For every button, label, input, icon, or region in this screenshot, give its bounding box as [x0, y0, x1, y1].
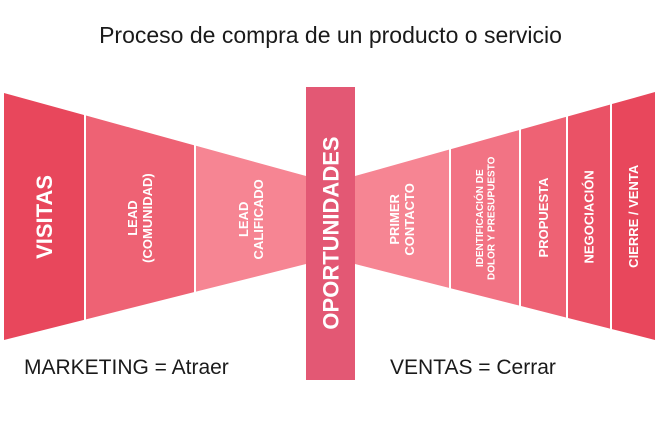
- funnel-stage-left-1: [4, 93, 84, 340]
- stage-label-right-1-line: PRIMER: [387, 193, 402, 244]
- center-label: OPORTUNIDADES: [318, 136, 343, 329]
- stage-label-right-3-line: PROPUESTA: [536, 177, 551, 258]
- stage-label-left-1: VISITAS: [32, 175, 57, 259]
- stage-label-right-5-line: CIERRE / VENTA: [626, 164, 641, 268]
- funnel-stage-left-2: [86, 115, 194, 320]
- stage-label-left-1-line: VISITAS: [32, 175, 57, 259]
- funnel-stage-right-1: [355, 149, 449, 288]
- stage-label-left-2-line: (COMUNIDAD): [140, 173, 155, 263]
- stage-label-right-3: PROPUESTA: [536, 177, 551, 258]
- marketing-caption: MARKETING = Atraer: [24, 356, 229, 379]
- diagram-title: Proceso de compra de un producto o servi…: [99, 22, 562, 48]
- funnel-stage-left-3: [196, 145, 306, 292]
- stage-label-right-2-line: IDENTIFICACIÓN DE: [473, 169, 486, 267]
- stage-label-left-3: LEADCALIFICADO: [236, 179, 266, 259]
- funnel-stage-right-5: [612, 92, 655, 340]
- funnel-stage-right-2: [451, 130, 519, 306]
- stage-label-right-1: PRIMERCONTACTO: [387, 183, 417, 255]
- stage-label-left-3-line: LEAD: [236, 202, 251, 237]
- stage-label-right-5: CIERRE / VENTA: [626, 164, 641, 268]
- stage-label-right-4: NEGOCIACIÓN: [582, 170, 597, 263]
- ventas-caption: VENTAS = Cerrar: [390, 356, 556, 379]
- stage-label-right-2-line: DOLOR Y PRESUPUESTO: [486, 156, 497, 280]
- funnel-center-column: [306, 87, 355, 380]
- funnel-stage-right-4: [568, 104, 610, 329]
- stage-label-right-2: IDENTIFICACIÓN DEDOLOR Y PRESUPUESTO: [473, 156, 498, 280]
- stage-label-left-2: LEAD(COMUNIDAD): [125, 173, 155, 263]
- center-label-line: OPORTUNIDADES: [318, 136, 343, 329]
- stage-label-right-1-line: CONTACTO: [402, 183, 417, 255]
- stage-label-left-3-line: CALIFICADO: [251, 179, 266, 259]
- funnel-stage-right-3: [521, 116, 566, 318]
- stage-label-left-2-line: LEAD: [125, 200, 140, 235]
- stage-label-right-4-line: NEGOCIACIÓN: [582, 170, 597, 263]
